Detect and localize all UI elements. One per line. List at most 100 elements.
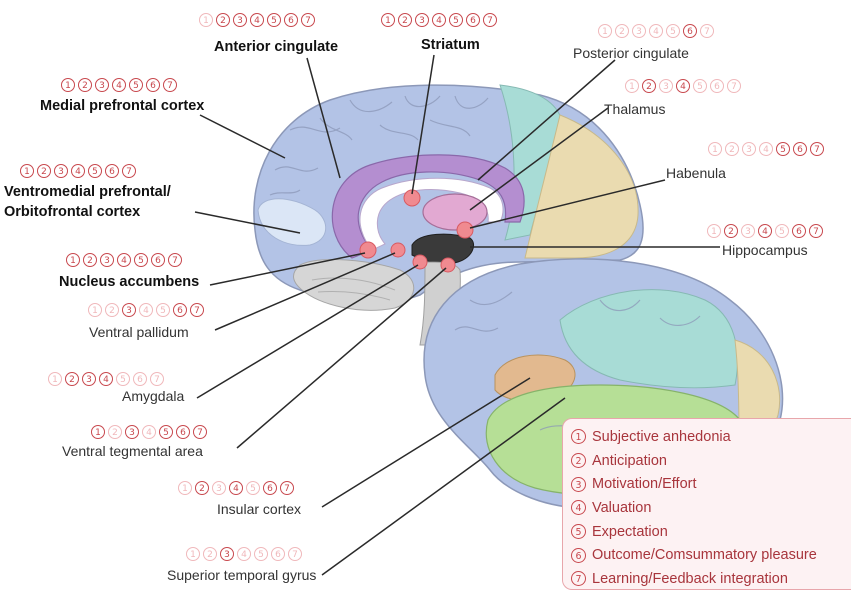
number-badge-3: 3 [82, 372, 96, 386]
label-hippocampus: Hippocampus [722, 241, 808, 259]
number-badge-3: 3 [212, 481, 226, 495]
number-badge-1: 1 [625, 79, 639, 93]
number-badge-2: 2 [195, 481, 209, 495]
number-badge-5: 5 [156, 303, 170, 317]
number-badge-3: 3 [100, 253, 114, 267]
legend-item: 1 Subjective anhedonia [571, 425, 851, 449]
number-badge-3: 3 [659, 79, 673, 93]
number-badge-5: 5 [88, 164, 102, 178]
numbers-habenula: 1234567 [708, 142, 824, 156]
legend-item: 2Anticipation [571, 449, 851, 473]
label-posterior-cingulate: Posterior cingulate [573, 44, 689, 62]
number-badge-5: 5 [246, 481, 260, 495]
number-badge-6: 6 [284, 13, 298, 27]
numbers-superior-temporal: 1234567 [186, 547, 302, 561]
number-badge-7: 7 [810, 142, 824, 156]
number-badge-6: 6 [105, 164, 119, 178]
number-badge-5: 5 [267, 13, 281, 27]
number-badge-3: 3 [122, 303, 136, 317]
number-badge-1: 1 [199, 13, 213, 27]
number-badge-5: 5 [693, 79, 707, 93]
number-badge-7: 7 [163, 78, 177, 92]
line-medial-prefrontal [200, 115, 285, 158]
label-amygdala: Amygdala [122, 387, 184, 405]
number-badge-4: 4 [649, 24, 663, 38]
legend-label: Expectation [592, 524, 668, 540]
number-badge-1: 1 [91, 425, 105, 439]
number-badge-6: 6 [710, 79, 724, 93]
number-badge-5: 5 [666, 24, 680, 38]
label-insular-cortex: Insular cortex [217, 500, 301, 518]
legend-number: 6 [571, 548, 586, 563]
number-badge-5: 5 [254, 547, 268, 561]
number-badge-5: 5 [116, 372, 130, 386]
number-badge-1: 1 [708, 142, 722, 156]
number-badge-4: 4 [759, 142, 773, 156]
legend-number: 2 [571, 453, 586, 468]
number-badge-3: 3 [415, 13, 429, 27]
number-badge-1: 1 [66, 253, 80, 267]
number-badge-7: 7 [280, 481, 294, 495]
number-badge-2: 2 [398, 13, 412, 27]
number-badge-1: 1 [178, 481, 192, 495]
number-badge-4: 4 [142, 425, 156, 439]
number-badge-3: 3 [742, 142, 756, 156]
number-badge-5: 5 [134, 253, 148, 267]
number-badge-6: 6 [263, 481, 277, 495]
legend-number: 5 [571, 524, 586, 539]
numbers-vta: 1234567 [91, 425, 207, 439]
number-badge-1: 1 [598, 24, 612, 38]
number-badge-2: 2 [65, 372, 79, 386]
legend-number: 1 [571, 429, 586, 444]
legend-label: Subjective anhedonia [592, 429, 731, 445]
label-nucleus-accumbens: Nucleus accumbens [59, 273, 199, 291]
number-badge-6: 6 [151, 253, 165, 267]
number-badge-2: 2 [83, 253, 97, 267]
legend-number: 4 [571, 500, 586, 515]
number-badge-4: 4 [432, 13, 446, 27]
number-badge-4: 4 [250, 13, 264, 27]
numbers-hippocampus: 1234567 [707, 224, 823, 238]
number-badge-7: 7 [168, 253, 182, 267]
legend-item: 6 Outcome/Comsummatory pleasure [571, 543, 851, 567]
number-badge-4: 4 [139, 303, 153, 317]
number-badge-6: 6 [792, 224, 806, 238]
label-superior-temporal-gyrus: Superior temporal gyrus [167, 566, 316, 584]
legend-item: 5 Expectation [571, 520, 851, 544]
number-badge-3: 3 [125, 425, 139, 439]
label-thalamus: Thalamus [604, 100, 665, 118]
number-badge-1: 1 [88, 303, 102, 317]
number-badge-3: 3 [233, 13, 247, 27]
habenula-marker [457, 222, 473, 238]
numbers-nucleus-accumbens: 1234567 [66, 253, 182, 267]
number-badge-1: 1 [20, 164, 34, 178]
number-badge-2: 2 [203, 547, 217, 561]
number-badge-6: 6 [173, 303, 187, 317]
number-badge-2: 2 [216, 13, 230, 27]
number-badge-4: 4 [112, 78, 126, 92]
number-badge-1: 1 [707, 224, 721, 238]
legend-label: Outcome/Comsummatory pleasure [592, 547, 817, 563]
number-badge-7: 7 [727, 79, 741, 93]
number-badge-3: 3 [220, 547, 234, 561]
numbers-striatum: 1234567 [381, 13, 497, 27]
number-badge-6: 6 [176, 425, 190, 439]
number-badge-4: 4 [758, 224, 772, 238]
number-badge-7: 7 [288, 547, 302, 561]
number-badge-4: 4 [117, 253, 131, 267]
number-badge-7: 7 [193, 425, 207, 439]
number-badge-7: 7 [700, 24, 714, 38]
legend-label: Motivation/Effort [592, 476, 697, 492]
number-badge-3: 3 [632, 24, 646, 38]
label-anterior-cingulate: Anterior cingulate [214, 38, 338, 56]
number-badge-4: 4 [229, 481, 243, 495]
label-vmpfc-line1: Ventromedial prefrontal/ [4, 183, 171, 201]
number-badge-2: 2 [105, 303, 119, 317]
number-badge-7: 7 [122, 164, 136, 178]
